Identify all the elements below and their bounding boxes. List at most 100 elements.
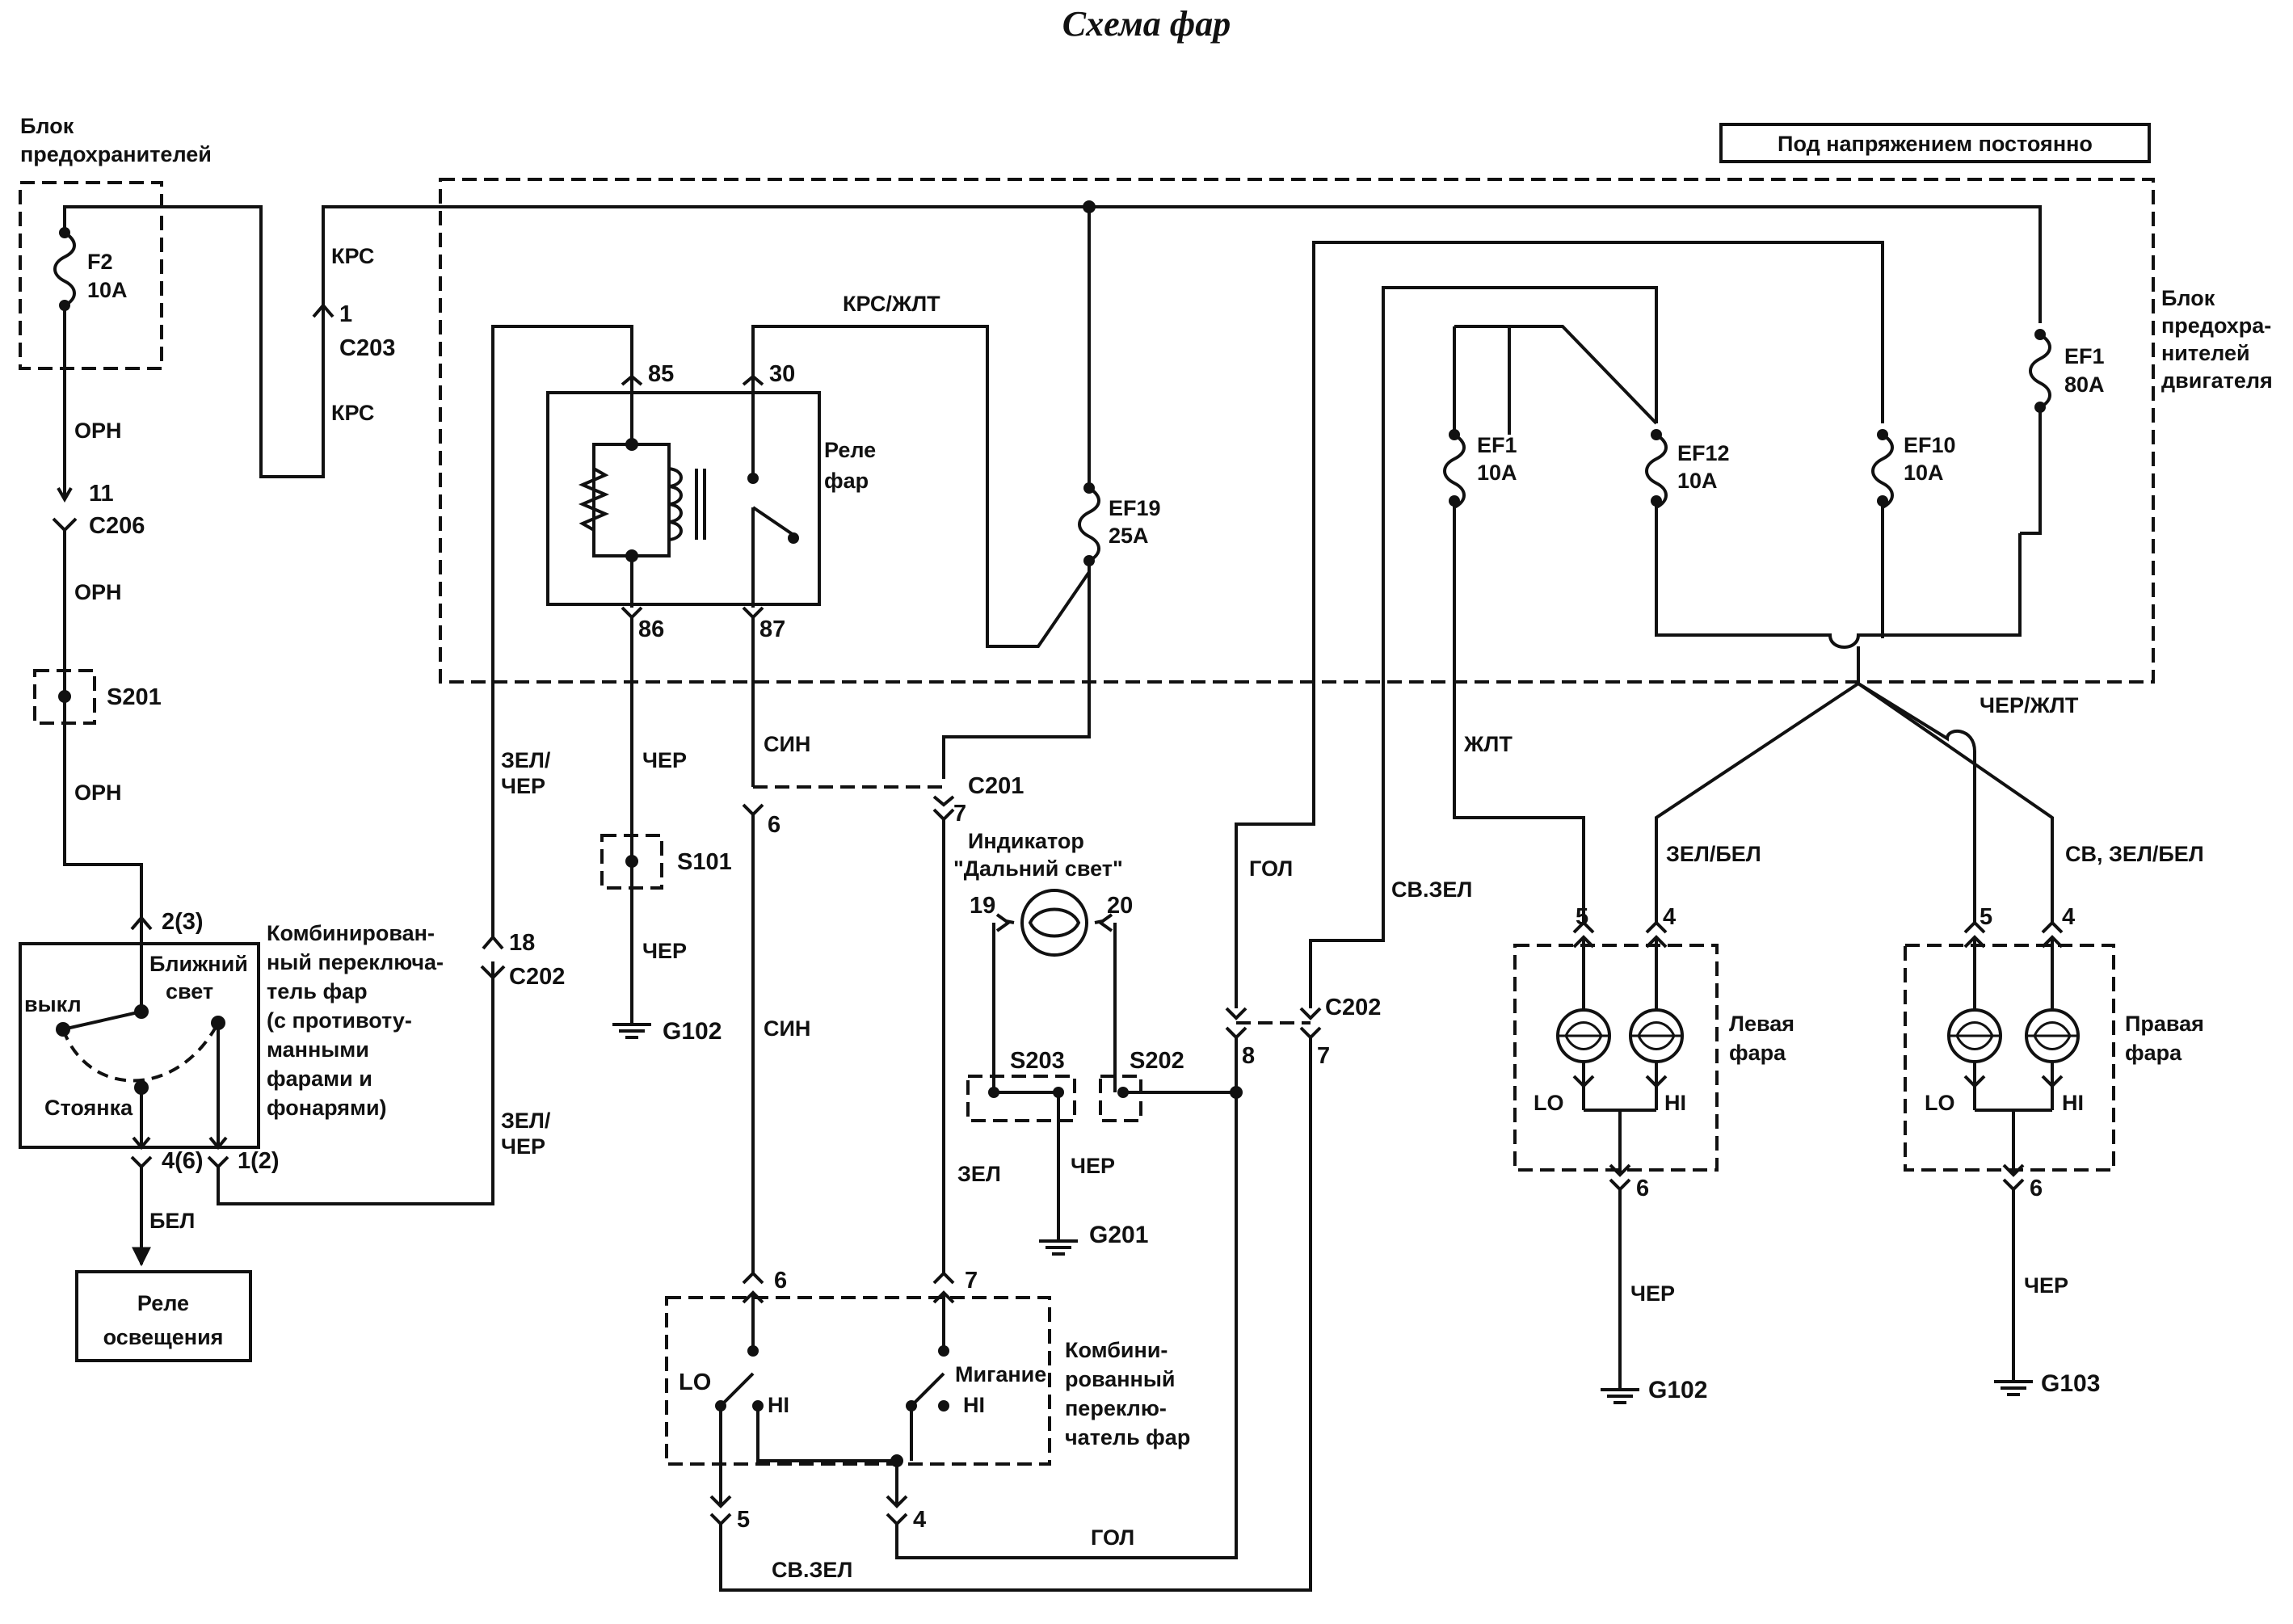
engine-fuse-block-line3: нителей bbox=[2161, 341, 2250, 365]
splice-s203: S203 bbox=[1010, 1048, 1065, 1074]
wire-bel: БЕЛ bbox=[149, 1209, 195, 1233]
left-pin-5: 5 bbox=[1576, 904, 1588, 930]
wire-zel-bel: ЗЕЛ/БЕЛ bbox=[1666, 842, 1761, 866]
relay-label-1: Реле bbox=[824, 438, 876, 462]
combo1-desc5: манными bbox=[267, 1037, 369, 1062]
splice-s203-box bbox=[966, 1075, 1076, 1122]
engine-fuse-block-line2: предохра- bbox=[2161, 313, 2271, 338]
combo2-desc2: рованный bbox=[1065, 1367, 1176, 1391]
engine-fuse-block-line4: двигателя bbox=[2161, 368, 2273, 393]
c202-b-pin-7: 7 bbox=[1317, 1043, 1330, 1069]
left-lo: LO bbox=[1534, 1091, 1564, 1115]
wire-cher-1: ЧЕР bbox=[642, 748, 687, 772]
note-box bbox=[1719, 123, 2151, 163]
c202-a-pin: 18 bbox=[509, 930, 535, 956]
combo2-hi1: HI bbox=[768, 1393, 789, 1417]
combo2-pin-6: 6 bbox=[774, 1268, 787, 1294]
combo1-off: выкл bbox=[24, 992, 82, 1016]
right-pin-4: 4 bbox=[2062, 904, 2075, 930]
wire-sv-zel-2: СВ.ЗЕЛ bbox=[772, 1558, 852, 1582]
lighting-relay-line2: освещения bbox=[103, 1325, 224, 1349]
c206-pin: 11 bbox=[89, 481, 114, 507]
headlight-relay-box bbox=[546, 391, 821, 606]
wire-cher-3: ЧЕР bbox=[1071, 1154, 1115, 1178]
c202-a-label: C202 bbox=[509, 964, 565, 990]
wire-krs-1: КРС bbox=[331, 244, 374, 268]
fuse-ef1-main-name: EF1 bbox=[2064, 344, 2105, 368]
right-headlamp-line2: фара bbox=[2125, 1041, 2182, 1065]
fuse-ef1-rating: 10A bbox=[1477, 461, 1517, 485]
fuse-ef12-name: EF12 bbox=[1677, 441, 1730, 465]
c203-label: C203 bbox=[339, 335, 395, 361]
wire-sv-zel-1: СВ.ЗЕЛ bbox=[1391, 877, 1472, 902]
fuse-f2-name: F2 bbox=[87, 250, 113, 274]
left-pin-6: 6 bbox=[1636, 1176, 1649, 1201]
combo2-hi2: HI bbox=[963, 1393, 985, 1417]
wire-gol-1: ГОЛ bbox=[1249, 856, 1293, 881]
left-lo-lamp-icon bbox=[1556, 1008, 1611, 1063]
wire-krs-zhlt: КРС/ЖЛТ bbox=[843, 292, 940, 316]
wire-cher-zhlt: ЧЕР/ЖЛТ bbox=[1980, 693, 2079, 717]
relay-pin-30: 30 bbox=[769, 361, 795, 387]
fuse-ef1-main-rating: 80A bbox=[2064, 372, 2105, 397]
wire-zel-cher-1b: ЧЕР bbox=[501, 774, 545, 798]
wire-zel: ЗЕЛ bbox=[957, 1162, 1001, 1186]
fuse-ef12-rating: 10A bbox=[1677, 469, 1718, 493]
wire-orn-3: ОРН bbox=[74, 780, 122, 805]
combo2-desc4: чатель фар bbox=[1065, 1425, 1190, 1449]
fuse-block-label-2: предохранителей bbox=[20, 142, 212, 166]
wire-zhlt: ЖЛТ bbox=[1463, 732, 1513, 756]
fuse-ef19-rating: 25A bbox=[1109, 524, 1149, 548]
fuse-ef10-name: EF10 bbox=[1904, 433, 1956, 457]
right-headlamp-box bbox=[1904, 944, 2115, 1172]
combo2-desc1: Комбини- bbox=[1065, 1338, 1168, 1362]
splice-s101-box bbox=[600, 834, 663, 890]
high-beam-indicator-icon bbox=[1020, 889, 1088, 957]
note-box-label: Под напряжением постоянно bbox=[1778, 132, 2093, 156]
fuse-ef10-rating: 10A bbox=[1904, 461, 1944, 485]
left-pin-4: 4 bbox=[1663, 904, 1676, 930]
fuse-ef1-name: EF1 bbox=[1477, 433, 1517, 457]
engine-fuse-block-box bbox=[439, 178, 2155, 684]
relay-pin-86: 86 bbox=[638, 616, 664, 642]
combo1-pin-b1: 4(6) bbox=[162, 1148, 204, 1174]
right-headlamp-line1: Правая bbox=[2125, 1012, 2204, 1036]
combo1-pin-top: 2(3) bbox=[162, 909, 204, 935]
right-hi: HI bbox=[2062, 1091, 2084, 1115]
combo2-lo: LO bbox=[679, 1369, 711, 1395]
wire-cher-5: ЧЕР bbox=[2024, 1273, 2068, 1298]
c206-label: C206 bbox=[89, 513, 145, 539]
right-lo-lamp-icon bbox=[1947, 1008, 2002, 1063]
combo2-pin-7: 7 bbox=[965, 1268, 978, 1294]
splice-s101: S101 bbox=[677, 849, 732, 875]
c201-pin-7: 7 bbox=[953, 801, 966, 827]
indicator-pin-19: 19 bbox=[970, 893, 995, 919]
combo1-desc1: Комбинирован- bbox=[267, 921, 435, 945]
lighting-relay-line1: Реле bbox=[137, 1291, 189, 1315]
c202-b-pin-8: 8 bbox=[1242, 1043, 1255, 1069]
splice-s201: S201 bbox=[107, 684, 162, 710]
right-lo: LO bbox=[1925, 1091, 1955, 1115]
wire-orn-1: ОРН bbox=[74, 419, 122, 443]
wire-sv-zel-bel: СВ, ЗЕЛ/БЕЛ bbox=[2065, 842, 2204, 866]
diagram-title: Схема фар bbox=[1062, 4, 1231, 44]
wire-orn-2: ОРН bbox=[74, 580, 122, 604]
left-hi-lamp-icon bbox=[1629, 1008, 1684, 1063]
left-headlamp-line1: Левая bbox=[1729, 1012, 1794, 1036]
left-headlamp-box bbox=[1513, 944, 1719, 1172]
combo1-desc2: ный переключа- bbox=[267, 950, 444, 974]
splice-s201-box bbox=[33, 669, 96, 725]
fuse-f2-rating: 10A bbox=[87, 278, 128, 302]
combo1-low2: свет bbox=[166, 979, 213, 1003]
c201-pin-6: 6 bbox=[768, 812, 780, 838]
wire-cher-4: ЧЕР bbox=[1630, 1281, 1675, 1306]
combo1-desc6: фарами и bbox=[267, 1067, 372, 1091]
splice-s202: S202 bbox=[1130, 1048, 1184, 1074]
ground-g103: G103 bbox=[2041, 1370, 2100, 1397]
indicator-line2: "Дальний свет" bbox=[953, 856, 1123, 881]
combo2-flash: Мигание bbox=[955, 1362, 1046, 1386]
wire-zel-cher-2a: ЗЕЛ/ bbox=[501, 1109, 551, 1133]
right-pin-5: 5 bbox=[1980, 904, 1992, 930]
relay-pin-85: 85 bbox=[648, 361, 674, 387]
